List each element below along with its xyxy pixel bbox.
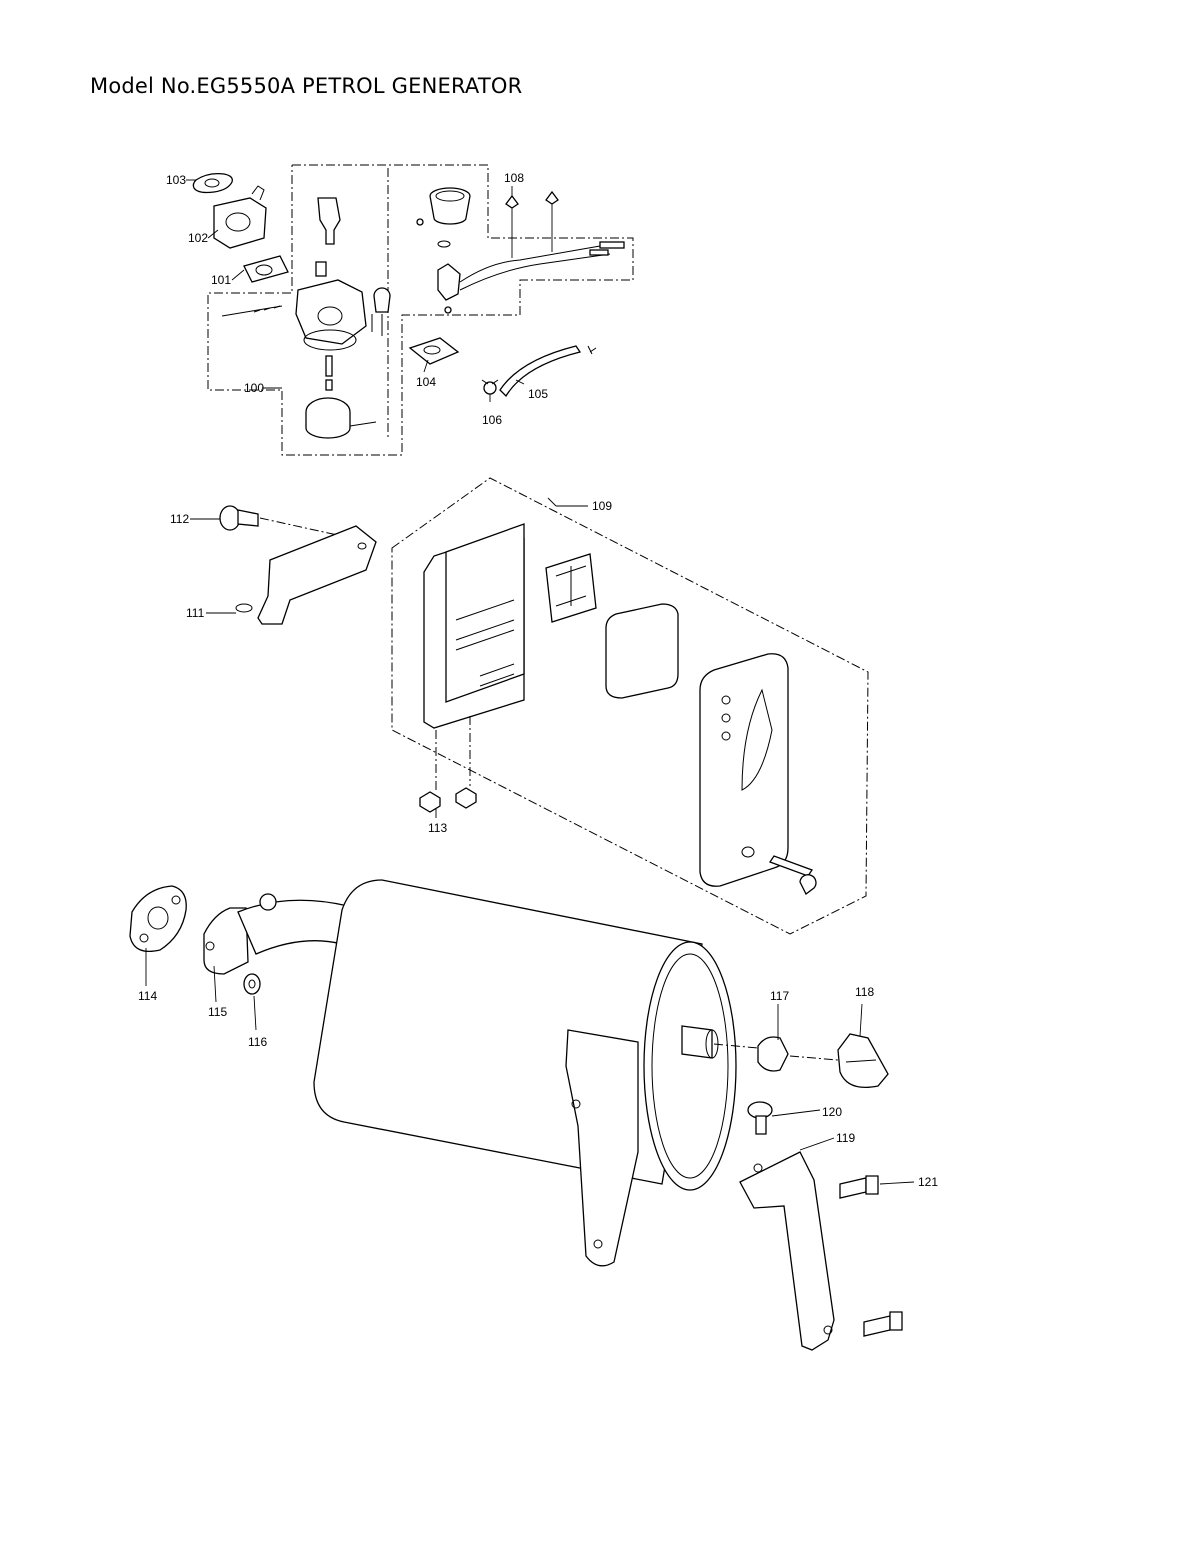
label-103: 103 xyxy=(166,173,186,187)
part-115-exhaust-pipe[interactable] xyxy=(203,899,349,975)
part-113-nuts[interactable] xyxy=(419,716,477,813)
part-106-hose-clamp[interactable] xyxy=(481,379,499,395)
part-101-gasket[interactable] xyxy=(243,255,289,283)
air-filter-foam[interactable] xyxy=(605,603,679,699)
part-119-bracket[interactable] xyxy=(739,1151,835,1351)
label-100: 100 xyxy=(244,381,264,395)
label-108: 108 xyxy=(504,171,524,185)
part-121-bolt[interactable] xyxy=(839,1175,879,1199)
part-111-bracket[interactable] xyxy=(235,525,377,625)
fuel-cup-parts[interactable] xyxy=(416,187,625,314)
label-113: 113 xyxy=(428,821,447,835)
label-121: 121 xyxy=(918,1175,938,1189)
part-118-clamp[interactable] xyxy=(837,1033,889,1089)
label-119: 119 xyxy=(836,1131,855,1145)
muffler-body[interactable] xyxy=(313,879,737,1267)
part-104-gasket[interactable] xyxy=(408,337,460,365)
label-106: 106 xyxy=(482,413,502,427)
label-105: 105 xyxy=(528,387,548,401)
label-112: 112 xyxy=(170,512,189,526)
label-117: 117 xyxy=(770,989,789,1003)
part-108-clip[interactable] xyxy=(505,190,559,258)
label-115: 115 xyxy=(208,1005,227,1019)
part-120-bolt[interactable] xyxy=(747,1101,773,1135)
label-116: 116 xyxy=(248,1035,267,1049)
air-cleaner-base[interactable] xyxy=(423,523,525,729)
air-cleaner-group-boundary xyxy=(391,477,869,935)
part-102-insulator[interactable] xyxy=(213,185,267,249)
label-118: 118 xyxy=(855,985,874,999)
air-cleaner-cover[interactable] xyxy=(699,653,817,895)
label-120: 120 xyxy=(822,1105,842,1119)
label-114: 114 xyxy=(138,989,157,1003)
part-114-gasket[interactable] xyxy=(129,885,187,953)
carburetor-group-boundary xyxy=(207,164,634,456)
label-101: 101 xyxy=(211,273,231,287)
part-105-fuel-hose[interactable] xyxy=(499,345,597,398)
label-109: 109 xyxy=(592,499,612,513)
part-103-gasket[interactable] xyxy=(192,172,233,194)
page-title: Model No.EG5550A PETROL GENERATOR xyxy=(90,74,523,98)
part-112-bolt[interactable] xyxy=(219,505,361,541)
label-102: 102 xyxy=(188,231,208,245)
label-111: 111 xyxy=(186,606,205,620)
part-115-nut[interactable] xyxy=(259,893,277,911)
leader-lines xyxy=(145,179,915,1185)
carburetor-body[interactable] xyxy=(221,197,391,439)
air-filter-grid[interactable] xyxy=(545,553,597,623)
part-121-bolt-lower[interactable] xyxy=(863,1311,903,1337)
label-104: 104 xyxy=(416,375,436,389)
part-117-cap[interactable] xyxy=(713,1036,839,1072)
part-116-washer[interactable] xyxy=(243,973,261,995)
